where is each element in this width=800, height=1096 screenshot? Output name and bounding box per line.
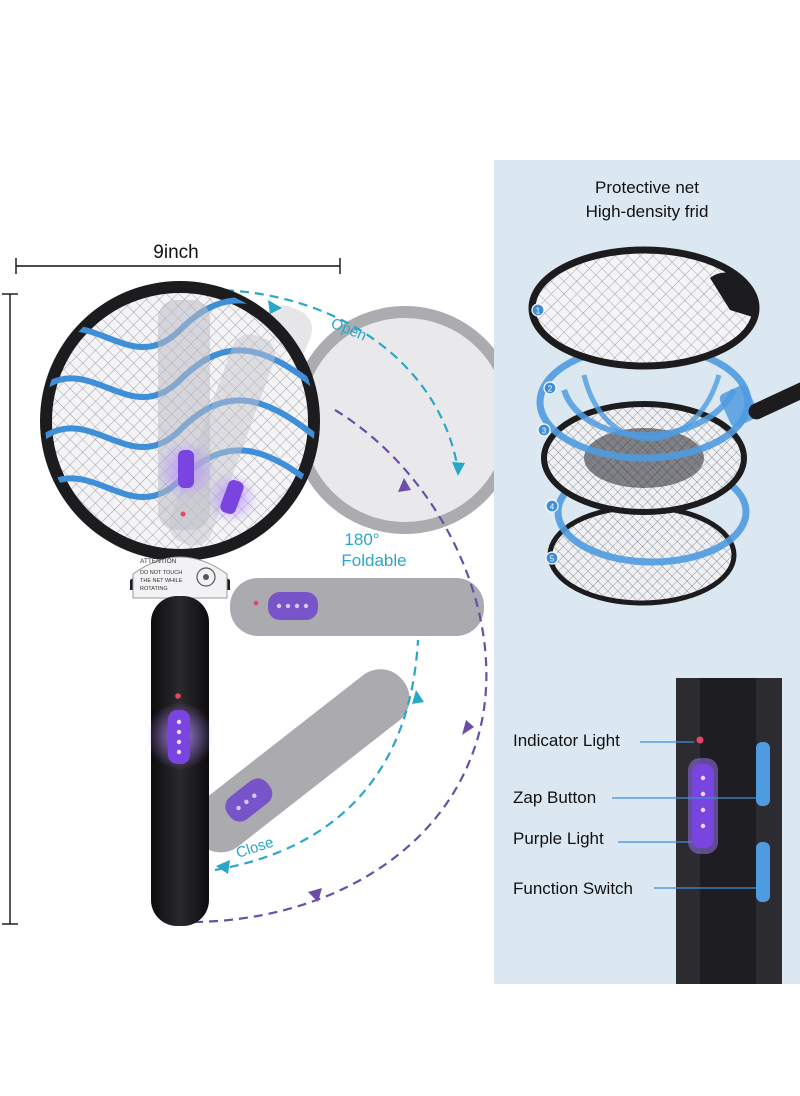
layer-number-2: 2 (548, 385, 553, 394)
ghost-handle-diagonal (191, 669, 410, 853)
purple-light-strip (168, 710, 190, 764)
layer-number-1: 1 (536, 307, 541, 316)
layer-number-3: 3 (542, 427, 547, 436)
layer-number-5: 5 (550, 555, 555, 564)
function-switch-label: Function Switch (513, 879, 633, 898)
function-switch-graphic (756, 842, 770, 902)
handle-features-panel: Indicator Light Zap Button Purple Light … (494, 632, 800, 984)
panel-title-line-1: Protective net (595, 178, 699, 197)
racket-handle (146, 596, 214, 926)
open-arrow-arc (194, 288, 465, 476)
width-dimension (15, 258, 341, 274)
height-dimension (2, 293, 18, 925)
attention-line-1: DO NOT TOUCH (140, 570, 182, 576)
attention-heading: ATTENTION (140, 558, 177, 565)
indicator-light-dot (175, 693, 181, 699)
zap-button-graphic (756, 742, 770, 806)
indicator-light-label: Indicator Light (513, 731, 620, 750)
layer-markers: 1 2 3 4 5 (531, 303, 559, 565)
purple-light-label: Purple Light (513, 829, 604, 848)
panel-title-line-2: High-density frid (585, 202, 709, 221)
layer-number-4: 4 (550, 503, 555, 512)
protective-net-panel: Protective net High-density frid 1 2 3 4 (494, 160, 800, 632)
foldable-label: Foldable (341, 551, 406, 570)
outer-purple-arc (194, 409, 488, 924)
attention-line-2: THE NET WHILE (140, 578, 183, 584)
attention-plate: ATTENTION DO NOT TOUCH THE NET WHILE ROT… (132, 556, 228, 599)
ghost-handle-horizontal (230, 578, 484, 636)
handle-closeup-illustration (612, 678, 782, 984)
net-layers-illustration: 1 2 3 4 5 (528, 246, 800, 606)
attention-line-3: ROTATING (140, 586, 168, 592)
width-label: 9inch (153, 242, 198, 263)
racket-head (40, 281, 320, 590)
close-arrow-arc (214, 639, 424, 874)
zap-button-label: Zap Button (513, 788, 597, 807)
angle-label: 180° (344, 530, 379, 549)
